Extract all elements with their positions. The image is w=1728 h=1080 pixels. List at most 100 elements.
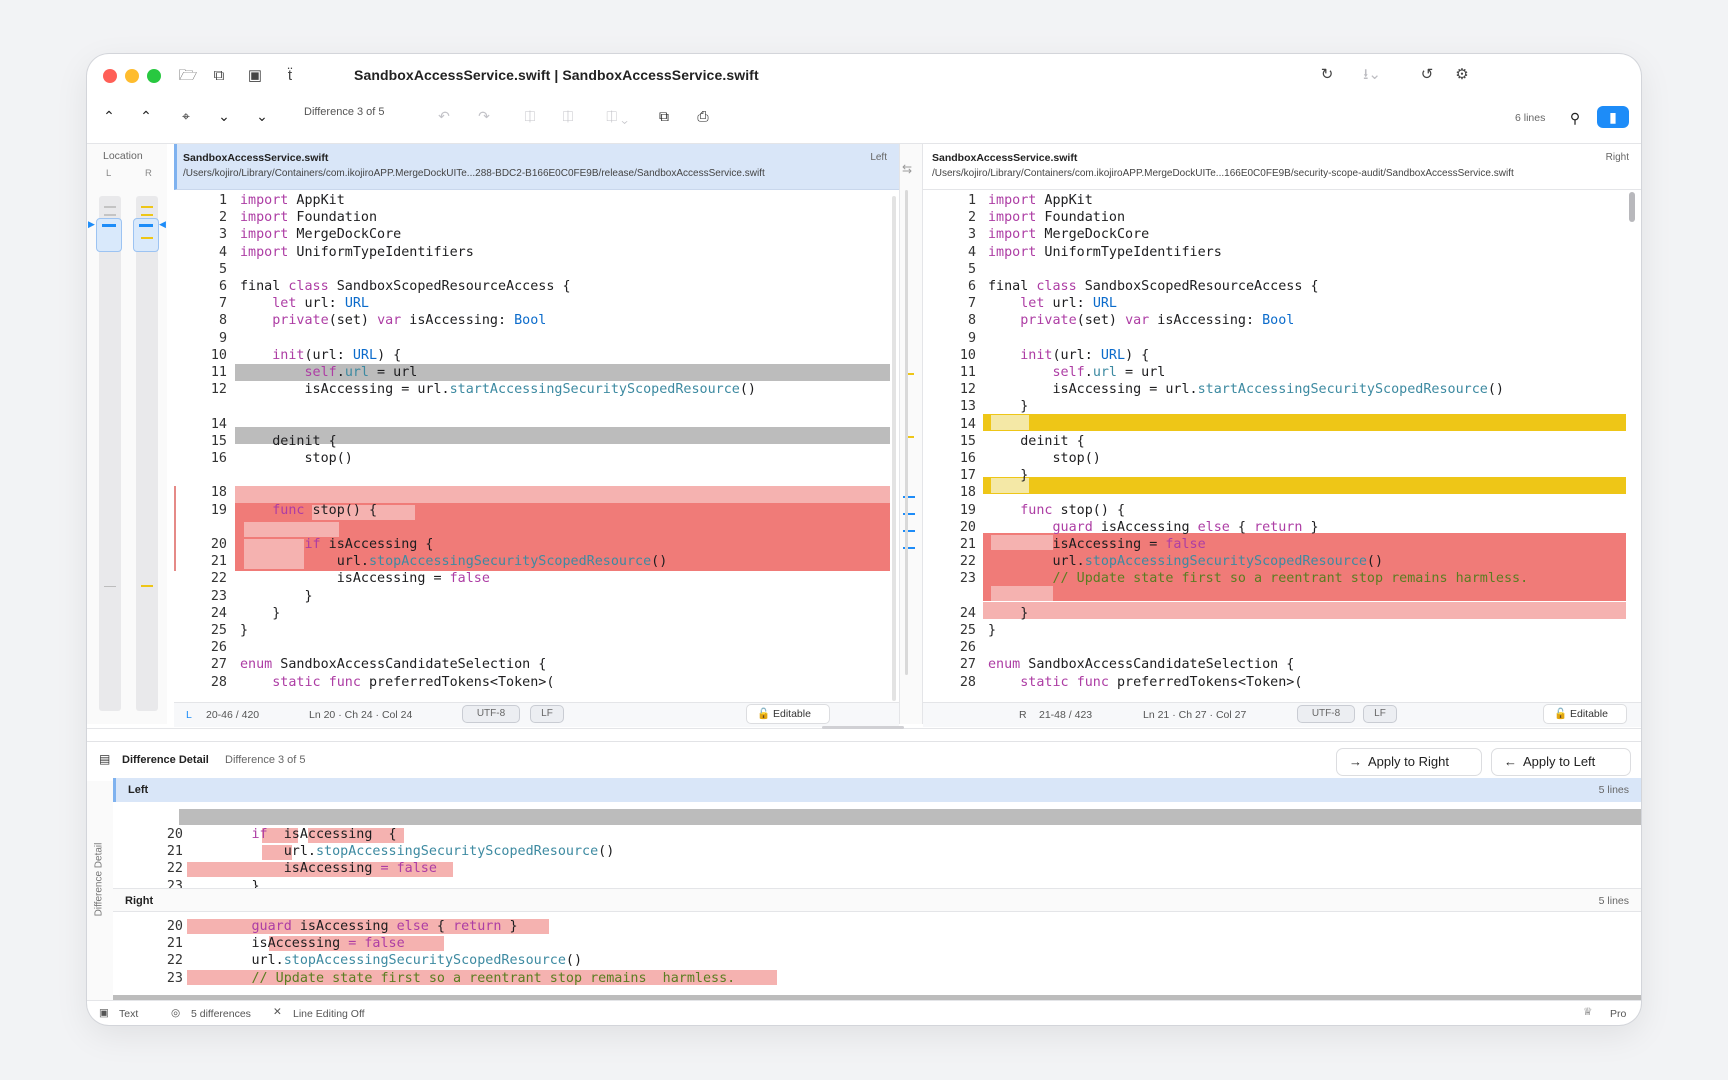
- folder-icon[interactable]: 🗁: [178, 67, 198, 84]
- footer-pro[interactable]: Pro: [1610, 1008, 1627, 1020]
- right-status-position: Ln 21 · Ch 27 · Col 27: [1143, 709, 1247, 721]
- deleted-block: [983, 533, 1626, 601]
- left-line-ending-button[interactable]: LF: [530, 705, 564, 723]
- search-icon[interactable]: ⚲: [1569, 110, 1581, 126]
- location-track-left[interactable]: [99, 196, 121, 711]
- center-scrollbar[interactable]: [905, 190, 908, 675]
- left-code[interactable]: import AppKit import Foundation import M…: [240, 193, 756, 690]
- line-number: 20: [959, 519, 976, 535]
- merge-up-icon[interactable]: ⎅: [562, 108, 574, 124]
- location-marker-right: [139, 224, 153, 227]
- left-side-label: Left: [870, 152, 887, 163]
- apply-to-right-button[interactable]: →Apply to Right: [1336, 748, 1482, 776]
- line-number: 27: [210, 657, 227, 673]
- apply-to-left-label: Apply to Left: [1523, 754, 1596, 769]
- line-number: 2: [967, 210, 976, 226]
- app-window: 🗁 ⧉ ▣ ẗ SandboxAccessService.swift | San…: [87, 54, 1641, 1025]
- line-number: 15: [210, 433, 227, 449]
- refresh-icon[interactable]: ↻: [1320, 66, 1334, 83]
- right-code[interactable]: import AppKit import Foundation import M…: [988, 193, 1529, 690]
- minimize-window-button[interactable]: [125, 69, 139, 83]
- location-track-right[interactable]: [136, 196, 158, 711]
- detail-right-code[interactable]: guard isAccessing else { return } isAcce…: [251, 919, 736, 986]
- right-scrollbar[interactable]: [1629, 192, 1635, 222]
- split-handle[interactable]: [822, 726, 904, 729]
- connector-mark: [903, 547, 915, 549]
- right-editable-label: Editable: [1570, 708, 1608, 720]
- new-window-icon[interactable]: ⧉: [213, 67, 225, 84]
- line-number: 28: [959, 674, 976, 690]
- detail-right-header: Right 5 lines: [113, 888, 1641, 912]
- person-icon[interactable]: ẗ: [287, 67, 293, 84]
- line-number: 22: [959, 554, 976, 570]
- line-number: 7: [967, 296, 976, 312]
- line-number: 22: [210, 571, 227, 587]
- detail-left-label: Left: [128, 784, 149, 796]
- next-difference-button[interactable]: ⌄: [256, 108, 268, 124]
- history-icon[interactable]: ↺: [1420, 66, 1434, 83]
- deleted-word: [187, 919, 549, 934]
- detail-left-code[interactable]: if isAccessing { url.stopAccessingSecuri…: [251, 827, 615, 888]
- detail-left-header: Left 5 lines: [113, 778, 1641, 802]
- changed-line-bar: [983, 477, 1626, 494]
- line-number: 21: [166, 844, 183, 860]
- line-number: 12: [959, 382, 976, 398]
- right-encoding-button[interactable]: UTF-8: [1297, 705, 1355, 723]
- location-viewport-right[interactable]: [133, 218, 159, 252]
- right-editable-button[interactable]: 🔓 Editable: [1543, 704, 1627, 724]
- line-number: 6: [967, 279, 976, 294]
- footer-differences: 5 differences: [191, 1008, 251, 1020]
- swap-icon[interactable]: ⎙: [697, 108, 709, 124]
- detail-right-lines: 5 lines: [1598, 895, 1629, 907]
- line-number: 9: [967, 330, 976, 346]
- lock-icon: 🔓: [757, 708, 771, 720]
- last-difference-button[interactable]: ⌄: [218, 108, 230, 124]
- gear-icon[interactable]: ⚙: [1455, 66, 1469, 83]
- left-scrollbar[interactable]: [892, 196, 896, 701]
- left-encoding-button[interactable]: UTF-8: [462, 705, 520, 723]
- zoom-window-button[interactable]: [147, 69, 161, 83]
- toolbar-divider: [87, 143, 1641, 144]
- download-icon[interactable]: ⭳⌄: [1363, 66, 1381, 83]
- sidebar-icon[interactable]: ▮: [1597, 106, 1629, 128]
- location-viewport-left[interactable]: [96, 218, 122, 252]
- detail-icon: ▤: [99, 752, 111, 766]
- merge-menu-icon[interactable]: ⎅ ⌄: [606, 108, 628, 124]
- layout-icon[interactable]: ▣: [247, 67, 263, 84]
- first-difference-button[interactable]: ⌃: [140, 108, 152, 124]
- apply-to-left-button[interactable]: ←Apply to Left: [1491, 748, 1631, 776]
- close-window-button[interactable]: [103, 69, 117, 83]
- line-number: 21: [166, 936, 183, 952]
- line-number: 13: [959, 399, 976, 415]
- line-number: 28: [210, 674, 227, 690]
- current-difference-button[interactable]: ⌖: [182, 108, 190, 124]
- location-pointer-left-icon: ▶: [88, 219, 95, 229]
- left-editable-button[interactable]: 🔓 Editable: [746, 704, 830, 724]
- location-marker-left: [104, 586, 116, 587]
- footer-mode[interactable]: Text: [119, 1008, 139, 1020]
- footer-line-editing[interactable]: Line Editing Off: [293, 1008, 365, 1020]
- line-number: 24: [210, 605, 227, 621]
- right-line-ending-button[interactable]: LF: [1363, 705, 1397, 723]
- text-mode-icon: ▣: [99, 1007, 109, 1019]
- redo-icon[interactable]: ↷: [478, 108, 490, 124]
- undo-icon[interactable]: ↶: [438, 108, 450, 124]
- swap-sides-icon[interactable]: ⇆: [902, 162, 913, 176]
- previous-difference-button[interactable]: ⌃: [103, 108, 115, 124]
- split-divider[interactable]: [87, 728, 1641, 740]
- detail-right-label: Right: [125, 895, 154, 907]
- deleted-word: [187, 970, 777, 985]
- line-number: 14: [210, 416, 227, 432]
- line-number: 16: [959, 451, 976, 466]
- location-marker-right: [141, 214, 153, 216]
- deleted-word: [244, 522, 339, 537]
- left-status-range: 20-46 / 420: [206, 709, 260, 721]
- line-number: 1: [218, 193, 227, 208]
- line-number: 25: [959, 623, 976, 638]
- line-number: 22: [166, 953, 183, 969]
- line-number: 2: [218, 210, 227, 226]
- line-number: 23: [166, 878, 183, 888]
- copy-icon[interactable]: ⧉: [659, 108, 669, 124]
- merge-down-icon[interactable]: ⎅: [524, 108, 536, 124]
